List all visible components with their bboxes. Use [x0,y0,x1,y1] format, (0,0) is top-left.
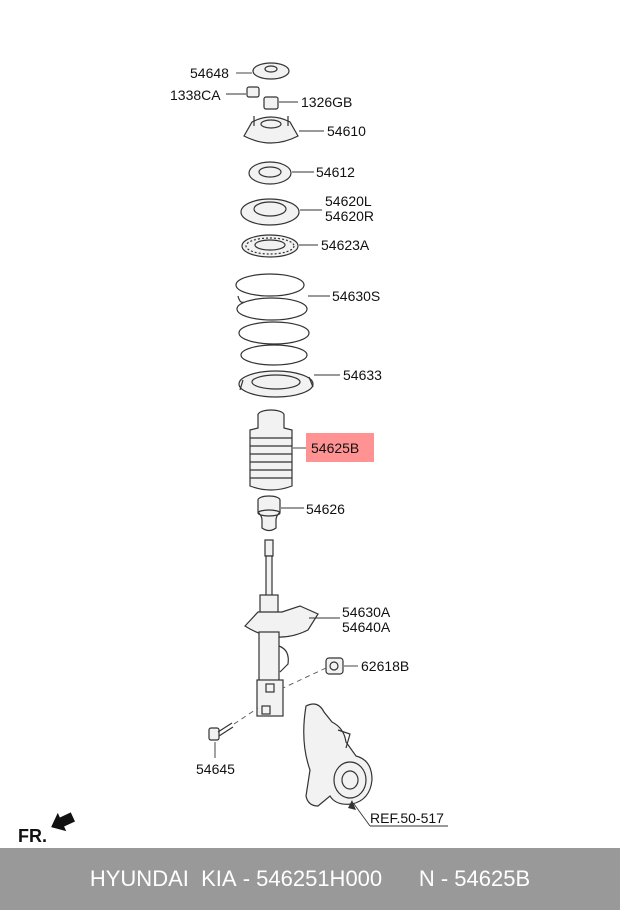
bearing-part [248,161,292,185]
lower-spring-pad-part [238,370,314,398]
label-62618B: 62618B [361,658,409,674]
label-54640A: 54640A [342,619,391,635]
label-54630S: 54630S [332,288,380,304]
label-54610: 54610 [327,123,366,139]
footer-part-number: 546251H000 [256,866,383,891]
footer-bar: HYUNDAI KIA - 546251H000 N - 54625B [0,848,620,910]
label-54648: 54648 [190,65,229,81]
label-54645: 54645 [196,761,235,777]
footer-make: KIA [201,866,237,891]
highlight-box [306,433,374,462]
label-1338CA: 1338CA [170,87,221,103]
dust-boot-part [249,409,293,491]
nut-part-1326GB [263,96,279,110]
steering-knuckle-part [303,703,373,807]
bolt-part-54645 [208,722,234,741]
direction-label: FR. [18,826,47,846]
label-54626: 54626 [306,501,345,517]
front-direction-arrow-icon [51,812,75,832]
spring-pad-part [241,234,299,258]
footer-ref-label: N - 54625B [418,866,531,891]
ref-label: REF.50-517 [370,810,444,826]
spring-seat-upper-part [240,198,300,226]
label-54625B: 54625B [311,440,359,456]
strut-mount-part [243,116,299,144]
bump-stop-part [257,495,281,532]
parts-diagram: 54648 1338CA 1326GB 54610 54612 54620L 5… [18,62,448,846]
coil-spring-part [235,273,310,366]
label-1326GB: 1326GB [301,94,352,110]
top-cap-part [252,62,290,80]
label-54633: 54633 [343,367,382,383]
label-54612: 54612 [316,164,355,180]
label-54620R: 54620R [325,208,374,224]
label-54623A: 54623A [321,237,370,253]
footer-brand: HYUNDAI [89,866,189,891]
label-54630A: 54630A [342,604,391,620]
nut-part-62618B [325,657,344,675]
label-54620L: 54620L [325,193,372,209]
strut-assembly-part [244,539,319,717]
nut-part-1338CA [246,86,260,98]
